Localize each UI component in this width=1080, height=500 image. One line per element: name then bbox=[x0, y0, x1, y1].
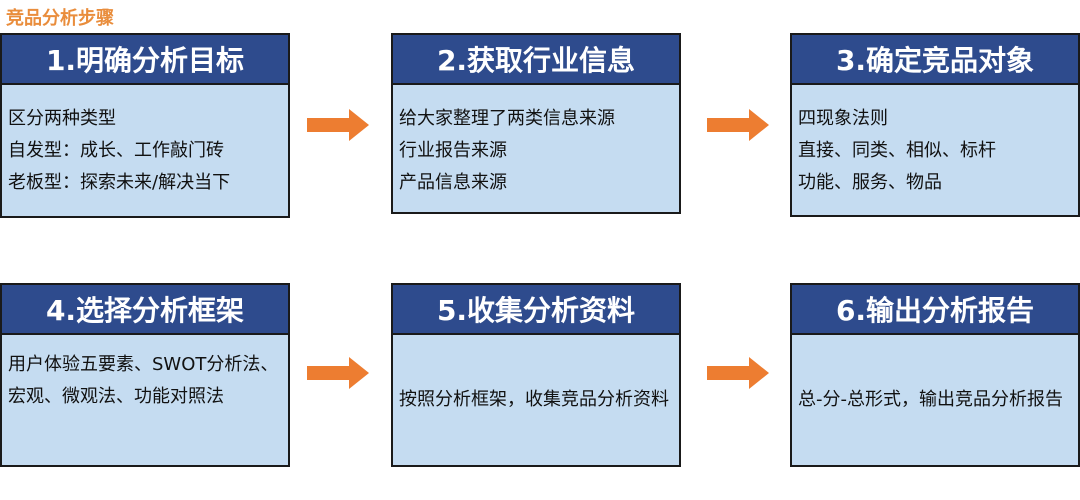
step-card-5: 5.收集分析资料 按照分析框架，收集竞品分析资料 bbox=[391, 283, 681, 467]
step-title: 6.输出分析报告 bbox=[792, 285, 1078, 335]
step-line: 用户体验五要素、SWOT分析法、宏观、微观法、功能对照法 bbox=[8, 354, 279, 407]
step-body: 按照分析框架，收集竞品分析资料 bbox=[393, 335, 679, 465]
step-line: 老板型：探索未来/解决当下 bbox=[8, 172, 231, 193]
step-title: 2.获取行业信息 bbox=[393, 35, 679, 85]
step-line: 给大家整理了两类信息来源 bbox=[399, 108, 615, 129]
step-card-1: 1.明确分析目标 区分两种类型 自发型：成长、工作敲门砖 老板型：探索未来/解决… bbox=[0, 33, 290, 218]
step-title: 3.确定竞品对象 bbox=[792, 35, 1078, 85]
step-line: 区分两种类型 bbox=[8, 108, 116, 129]
step-line: 产品信息来源 bbox=[399, 172, 507, 193]
step-title: 5.收集分析资料 bbox=[393, 285, 679, 335]
step-body: 区分两种类型 自发型：成长、工作敲门砖 老板型：探索未来/解决当下 bbox=[2, 85, 288, 216]
step-card-2: 2.获取行业信息 给大家整理了两类信息来源 行业报告来源 产品信息来源 bbox=[391, 33, 681, 214]
step-body: 用户体验五要素、SWOT分析法、宏观、微观法、功能对照法 bbox=[2, 335, 288, 465]
step-line: 四现象法则 bbox=[798, 108, 888, 129]
step-line: 直接、同类、相似、标杆 bbox=[798, 140, 996, 161]
step-line: 按照分析框架，收集竞品分析资料 bbox=[399, 389, 669, 410]
step-body: 总-分-总形式，输出竞品分析报告 bbox=[792, 335, 1078, 465]
step-card-4: 4.选择分析框架 用户体验五要素、SWOT分析法、宏观、微观法、功能对照法 bbox=[0, 283, 290, 467]
arrow-right-icon bbox=[707, 357, 769, 389]
arrow-right-icon bbox=[307, 357, 369, 389]
step-line: 自发型：成长、工作敲门砖 bbox=[8, 140, 224, 161]
step-line: 功能、服务、物品 bbox=[798, 172, 942, 193]
arrow-right-icon bbox=[307, 109, 369, 141]
page-title: 竞品分析步骤 bbox=[6, 8, 114, 29]
step-title: 1.明确分析目标 bbox=[2, 35, 288, 85]
arrow-right-icon bbox=[707, 109, 769, 141]
step-body: 四现象法则 直接、同类、相似、标杆 功能、服务、物品 bbox=[792, 85, 1078, 215]
step-title: 4.选择分析框架 bbox=[2, 285, 288, 335]
step-line: 总-分-总形式，输出竞品分析报告 bbox=[798, 389, 1063, 410]
step-card-6: 6.输出分析报告 总-分-总形式，输出竞品分析报告 bbox=[790, 283, 1080, 467]
step-body: 给大家整理了两类信息来源 行业报告来源 产品信息来源 bbox=[393, 85, 679, 212]
step-card-3: 3.确定竞品对象 四现象法则 直接、同类、相似、标杆 功能、服务、物品 bbox=[790, 33, 1080, 217]
step-line: 行业报告来源 bbox=[399, 140, 507, 161]
